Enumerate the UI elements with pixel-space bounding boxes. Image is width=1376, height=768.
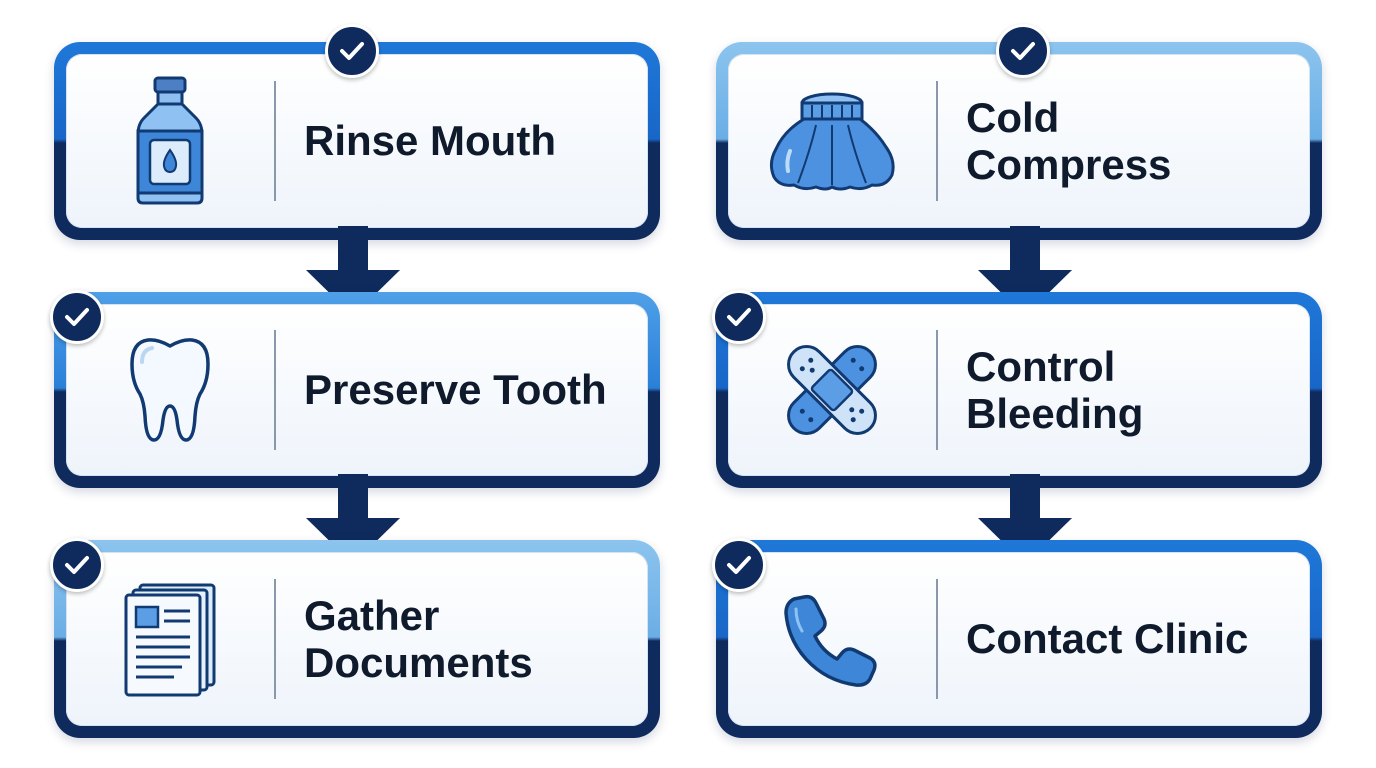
step-card-preserve-tooth: Preserve Tooth (54, 292, 660, 488)
step-label: Cold Compress (966, 93, 1172, 188)
phone-icon (728, 552, 936, 726)
check-icon (712, 538, 766, 592)
ice-pack-icon (728, 54, 936, 228)
step-label: Preserve Tooth (304, 366, 607, 414)
step-card-contact-clinic: Contact Clinic (716, 540, 1322, 738)
bandage-icon (728, 304, 936, 476)
card-divider (936, 81, 938, 201)
card-divider (936, 330, 938, 450)
step-label: Contact Clinic (966, 615, 1249, 663)
card-divider (274, 579, 276, 699)
tooth-icon (66, 304, 274, 476)
check-icon (712, 290, 766, 344)
step-card-control-bleeding: Control Bleeding (716, 292, 1322, 488)
step-label: Gather Documents (304, 591, 533, 686)
step-card-cold-compress: Cold Compress (716, 42, 1322, 240)
check-icon (50, 538, 104, 592)
check-icon (325, 24, 379, 78)
check-icon (50, 290, 104, 344)
check-icon (996, 24, 1050, 78)
arrow-down-icon (306, 226, 400, 316)
card-divider (274, 81, 276, 201)
card-divider (274, 330, 276, 450)
step-card-gather-documents: Gather Documents (54, 540, 660, 738)
card-divider (936, 579, 938, 699)
step-label: Control Bleeding (966, 342, 1144, 437)
step-label: Rinse Mouth (304, 117, 556, 165)
mouthwash-bottle-icon (66, 54, 274, 228)
documents-icon (66, 552, 274, 726)
